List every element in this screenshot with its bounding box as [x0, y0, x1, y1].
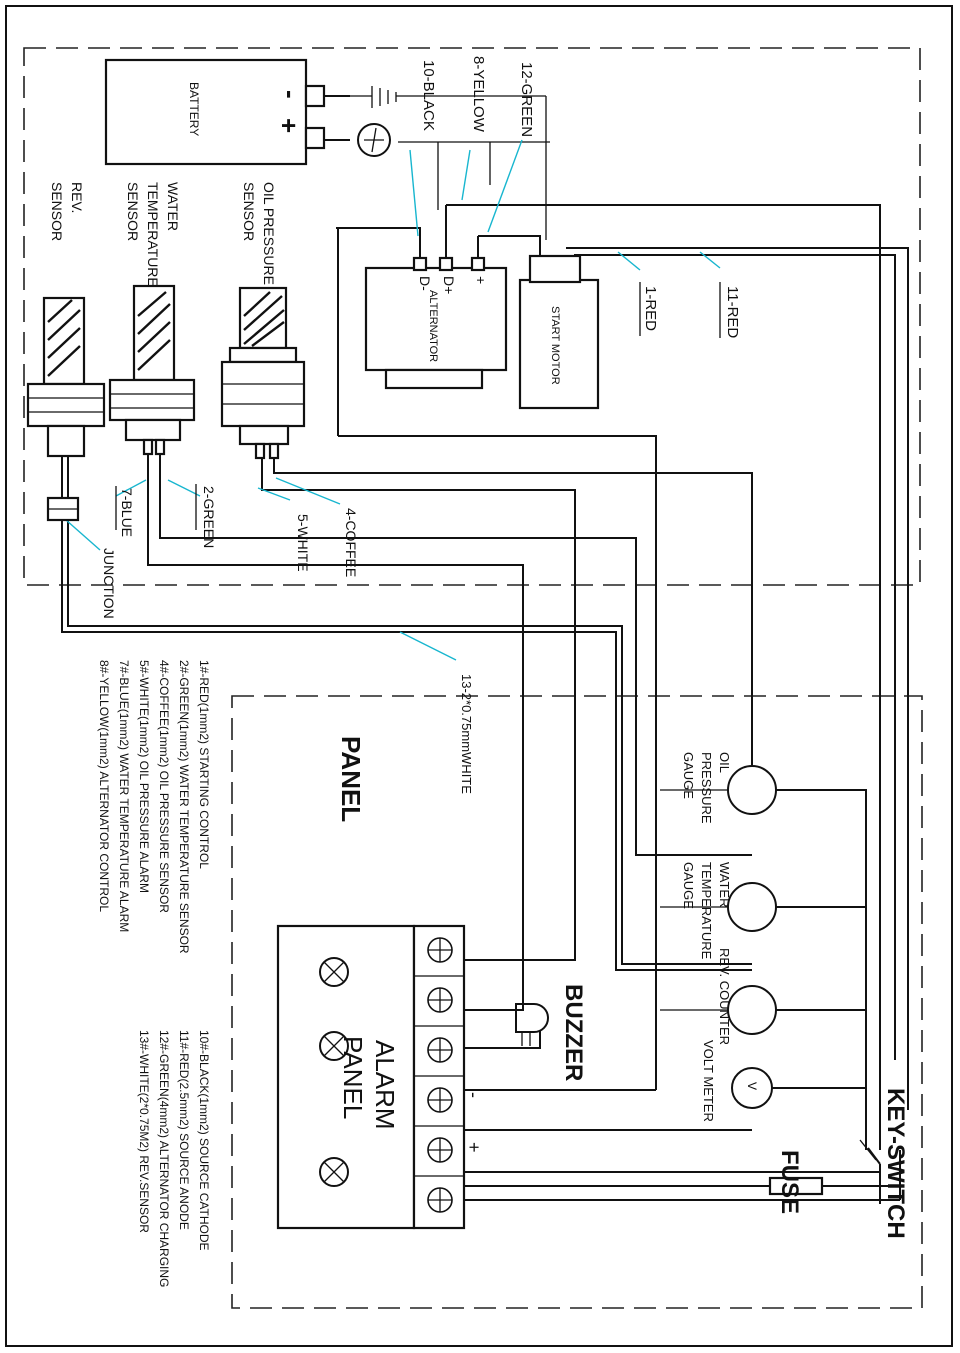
water-sensor-label-2: TEMPERATURE: [145, 182, 161, 287]
rev-sensor-icon: [26, 296, 106, 522]
battery-plus: +: [274, 118, 304, 133]
outer-border: [5, 5, 953, 1347]
wire-4-label: 4-COFFEE: [343, 508, 359, 577]
gauge-water-label-1: WATER: [717, 862, 732, 908]
wire-8-label: 8-YELLOW: [470, 56, 487, 133]
start-motor: START MOTOR: [518, 254, 600, 410]
alarm-panel: ALARM PANEL - +: [276, 924, 484, 1230]
fuse-label: FUSE: [776, 1150, 803, 1214]
oil-sensor-label-2: SENSOR: [241, 182, 257, 241]
wire-1-label: 1-RED: [642, 286, 659, 331]
terminal-minus-label: -: [464, 1092, 484, 1098]
wire-7-label: 7-BLUE: [119, 488, 135, 537]
water-sensor-label-1: WATER: [165, 182, 181, 231]
legend-right-item: 11#-RED(2.5mm2) SOURCE ANODE: [177, 1030, 191, 1230]
gauge-oil-label-3: GAUGE: [681, 752, 696, 799]
water-temperature-sensor-icon: [108, 284, 196, 456]
volt-meter-label: VOLT METER: [701, 1040, 716, 1122]
legend-left: 1#-RED(1mm2) STARTING CONTROL 2#-GREEN(1…: [97, 660, 211, 954]
legend-right-item: 12#-GREEN(4mm2) ALTERNATOR CHARGING: [157, 1030, 171, 1287]
rev-sensor-label-1: REV.: [69, 182, 85, 213]
legend-right-item: 13#-WHITE(2*0.75M2) REV.SENSOR: [137, 1030, 151, 1233]
oil-pressure-gauge: OIL PRESSURE GAUGE: [681, 752, 777, 824]
start-motor-label: START MOTOR: [549, 306, 561, 385]
rev-sensor-label-2: SENSOR: [49, 182, 65, 241]
panel-title: PANEL: [336, 736, 366, 822]
volt-meter-gauge: V VOLT METER: [701, 1040, 773, 1122]
panel-region-outline: [231, 695, 923, 1309]
alternator-label: ALTERNATOR: [427, 290, 439, 362]
key-switch-label: KEY-SWITCH: [882, 1088, 909, 1239]
terminal-plus-label: +: [464, 1142, 484, 1153]
gauge-oil-label-1: OIL: [717, 752, 732, 773]
gauge-oil-label-2: PRESSURE: [699, 752, 714, 824]
legend-left-item: 4#-COFFEE(1mm2) OIL PRESSURE SENSOR: [157, 660, 171, 913]
alarm-lamp-icon: [319, 957, 349, 987]
battery: BATTERY - +: [104, 58, 326, 166]
water-temperature-gauge: WATER TEMPERATURE GAUGE: [681, 862, 777, 960]
legend-left-item: 7#-BLUE(1mm2) WATER TEMPERATURE ALARM: [117, 660, 131, 932]
alarm-panel-label-1: ALARM: [370, 1040, 400, 1130]
gauge-water-label-3: GAUGE: [681, 862, 696, 909]
alarm-terminals: [427, 937, 453, 1213]
wires: [61, 86, 909, 1201]
legend-left-item: 8#-YELLOW(1mm2) ALTERNATOR CONTROL: [97, 660, 111, 912]
fuse-icon: FUSE: [768, 1150, 824, 1214]
buzzer-icon: BUZZER: [515, 984, 587, 1081]
wire-13-label: 13-2*0.75mmWHITE: [459, 674, 474, 794]
legend-left-item: 2#-GREEN(1mm2) WATER TEMPERATURE SENSOR: [177, 660, 191, 954]
rev-counter-label: REV. COUNTER: [717, 948, 732, 1045]
junction-label: JUNCTION: [101, 548, 117, 619]
alternator-d-plus: D+: [441, 276, 457, 294]
battery-label: BATTERY: [187, 82, 201, 136]
wire-5-label: 5-WHITE: [295, 514, 311, 572]
water-sensor-label-3: SENSOR: [125, 182, 141, 241]
wire-10-label: 10-BLACK: [420, 60, 437, 131]
wire-2-label: 2-GREEN: [201, 486, 217, 548]
alarm-lamp-icon: [319, 1157, 349, 1187]
leader-lines: [65, 139, 721, 661]
alarm-lamp-icon: [319, 1031, 349, 1061]
legend-left-item: 5#-WHITE(1mm2) OIL PRESSURE ALARM: [137, 660, 151, 893]
gauge-water-label-2: TEMPERATURE: [699, 862, 714, 960]
wire-11-label: 11-RED: [724, 286, 741, 338]
oil-sensor-label-1: OIL PRESSURE: [261, 182, 277, 285]
alternator: ALTERNATOR D- D+ +: [364, 256, 508, 390]
legend-left-item: 1#-RED(1mm2) STARTING CONTROL: [197, 660, 211, 869]
rev-counter-gauge: REV. COUNTER: [717, 948, 777, 1045]
legend-right: 10#-BLACK(1mm2) SOURCE CATHODE 11#-RED(2…: [137, 1030, 211, 1287]
legend-right-item: 10#-BLACK(1mm2) SOURCE CATHODE: [197, 1030, 211, 1251]
oil-pressure-sensor-icon: [220, 286, 306, 460]
alternator-d-minus: D-: [417, 276, 433, 291]
battery-minus: -: [276, 90, 306, 99]
charge-indicator-needle: [364, 127, 384, 153]
buzzer-label: BUZZER: [560, 984, 587, 1081]
engine-region-outline: [23, 47, 921, 586]
volt-symbol: V: [745, 1082, 759, 1090]
wire-12-label: 12-GREEN: [518, 62, 535, 137]
alternator-plus: +: [473, 276, 489, 284]
key-switch: KEY-SWITCH: [859, 1088, 909, 1239]
alarm-panel-label-2: PANEL: [338, 1036, 368, 1119]
